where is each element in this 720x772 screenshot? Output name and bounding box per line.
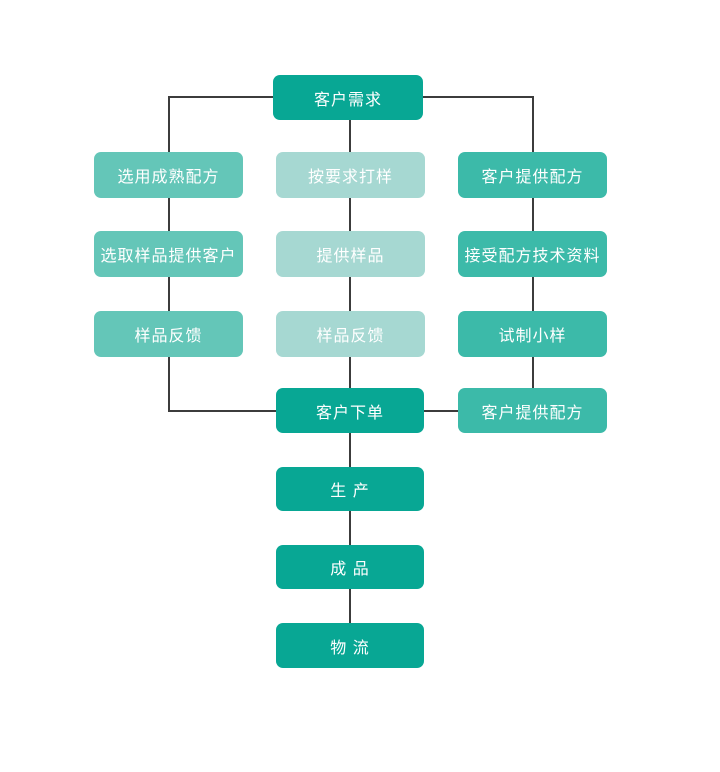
node-sample-feedback-middle: 样品反馈 <box>276 311 425 357</box>
connector-order-formula-horizontal <box>415 410 470 412</box>
node-trial-small-sample: 试制小样 <box>458 311 607 357</box>
node-sample-feedback-left: 样品反馈 <box>94 311 243 357</box>
node-finished-product: 成 品 <box>276 545 424 589</box>
node-provide-samples: 提供样品 <box>276 231 425 277</box>
node-customer-provides-formula-2: 客户提供配方 <box>458 388 607 433</box>
node-customer-provides-formula: 客户提供配方 <box>458 152 607 198</box>
node-logistics: 物 流 <box>276 623 424 668</box>
node-select-samples-for-customer: 选取样品提供客户 <box>94 231 243 277</box>
node-customer-places-order: 客户下单 <box>276 388 424 433</box>
connector-left-bottom-horizontal <box>168 410 280 412</box>
node-receive-formula-technical-data: 接受配方技术资料 <box>458 231 607 277</box>
node-sample-on-request: 按要求打样 <box>276 152 425 198</box>
node-select-mature-formula: 选用成熟配方 <box>94 152 243 198</box>
connector-middle-vertical <box>349 96 351 645</box>
node-customer-demand: 客户需求 <box>273 75 423 120</box>
node-production: 生 产 <box>276 467 424 511</box>
